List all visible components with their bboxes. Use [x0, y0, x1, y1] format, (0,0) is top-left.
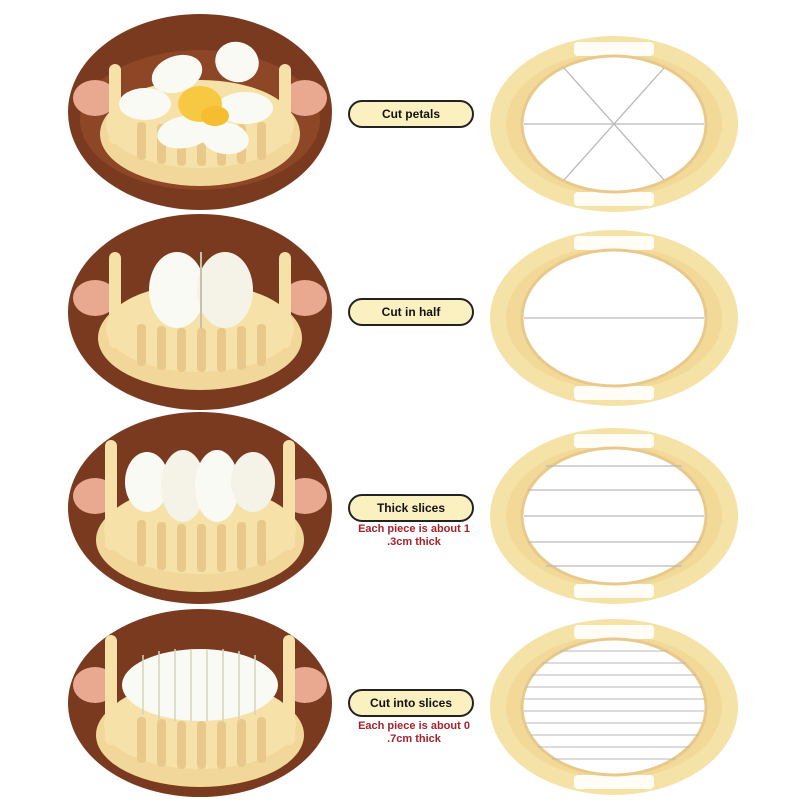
mode-label-half: Cut in half [348, 298, 474, 326]
thin-cutter-ring [488, 615, 740, 799]
mode-label-thick: Thick slices [348, 494, 474, 522]
thick-slice-note: Each piece is about 1 .3cm thick [338, 523, 490, 549]
thin-note-line2: .7cm thick [387, 733, 441, 745]
thick-cutter-ring [488, 424, 740, 608]
mode-row-half: Cut in half [0, 212, 800, 412]
mode-row-thick: Thick slices Each piece is about 1 .3cm … [0, 410, 800, 610]
thick-note-line2: .3cm thick [387, 536, 441, 548]
thick-sliced-egg-photo [65, 410, 335, 610]
petal-cutter-ring [488, 32, 740, 216]
mode-row-petals: Cut petals [0, 12, 800, 212]
mode-label-thin: Cut into slices [348, 689, 474, 717]
thin-slice-note: Each piece is about 0 .7cm thick [338, 720, 490, 746]
halved-egg-photo [65, 212, 335, 412]
petal-egg-photo [65, 12, 335, 212]
thin-sliced-egg-photo [65, 605, 335, 805]
half-cutter-ring [488, 226, 740, 410]
mode-label-petals: Cut petals [348, 100, 474, 128]
thick-note-line1: Each piece is about 1 [358, 523, 470, 535]
mode-row-thin: Cut into slices Each piece is about 0 .7… [0, 605, 800, 805]
thin-note-line1: Each piece is about 0 [358, 720, 470, 732]
